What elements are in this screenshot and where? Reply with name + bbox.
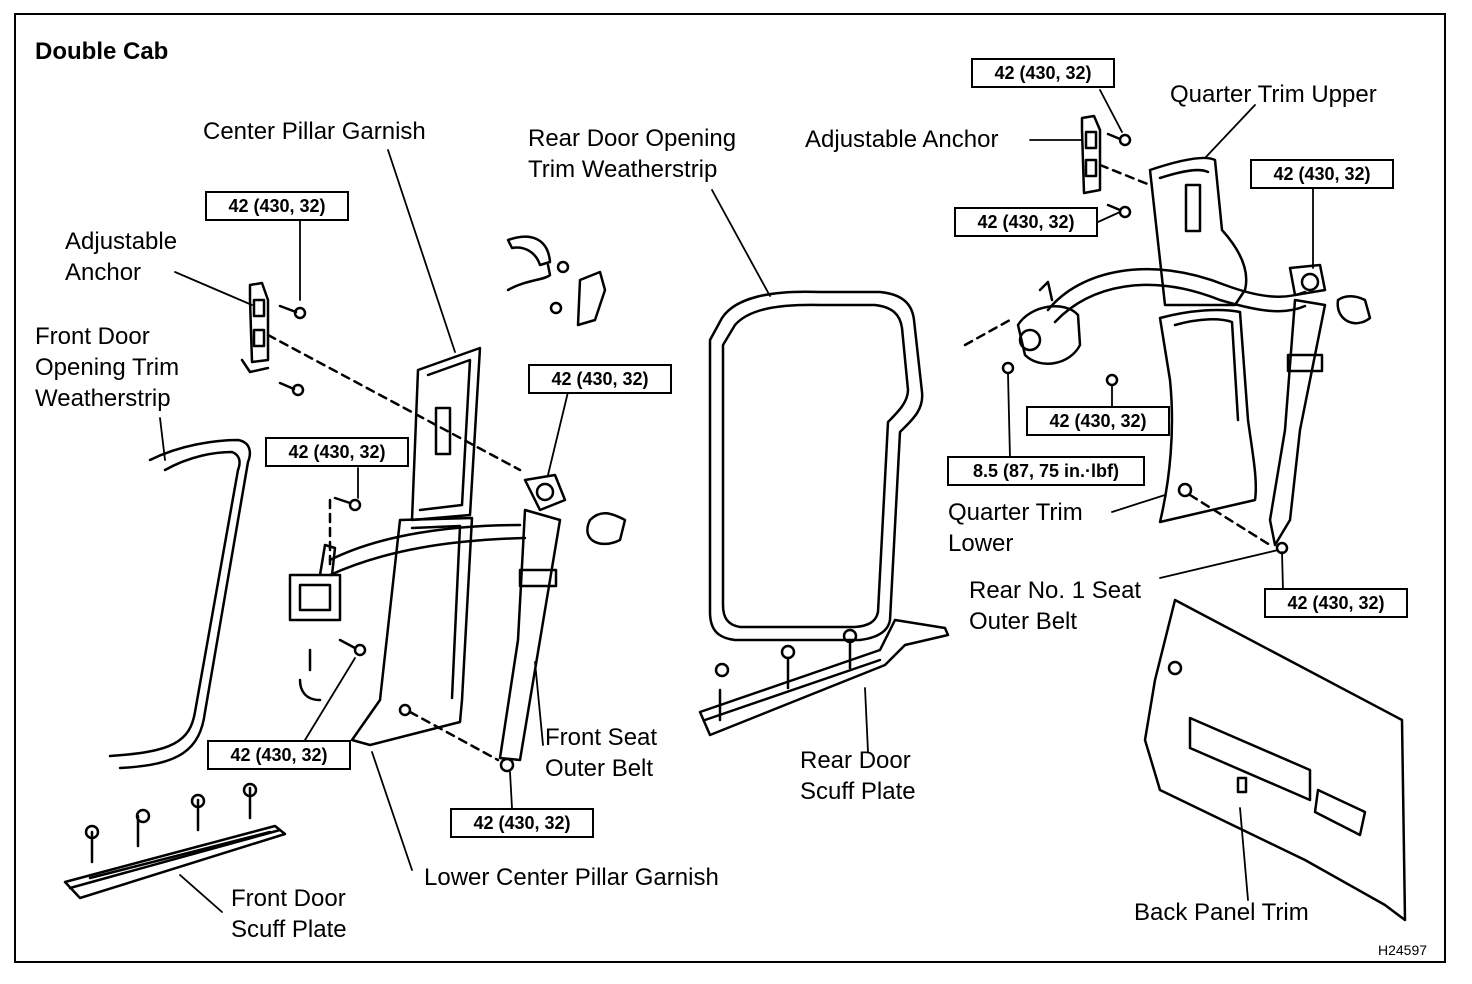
back-panel-trim-drawing	[1143, 598, 1407, 922]
torque-box-anchor-right-bottom: 42 (430, 32)	[954, 207, 1098, 237]
torque-box-floor-rear: 42 (430, 32)	[1264, 588, 1408, 618]
label-adjustable-anchor-left-line2: Anchor	[65, 259, 142, 286]
label-front-door-scuff-plate-line2: Scuff Plate	[231, 916, 347, 943]
torque-box-shoulder-rear: 42 (430, 32)	[1250, 159, 1394, 189]
quarter-trim-lower-drawing	[1158, 308, 1272, 547]
torque-box-retractor-right: 42 (430, 32)	[1026, 406, 1170, 436]
label-front-door-scuff-plate-line1: Front Door	[231, 885, 346, 912]
front-door-weatherstrip-drawing	[108, 438, 252, 770]
front-seat-outer-belt-drawing	[498, 473, 627, 773]
label-lower-center-pillar-garnish: Lower Center Pillar Garnish	[424, 864, 719, 891]
label-front-seat-outer-belt-line1: Front Seat	[545, 724, 658, 751]
label-quarter-trim-lower-line2: Lower	[948, 530, 1014, 557]
front-door-scuff-plate-drawing	[63, 782, 287, 900]
label-adjustable-anchor-right: Adjustable Anchor	[805, 126, 999, 153]
diagram-frame	[14, 13, 1446, 963]
rear-seat-outer-belt-drawing	[1268, 263, 1372, 555]
leader-lines	[159, 89, 1314, 913]
label-adjustable-anchor-left-line1: Adjustable	[65, 228, 178, 255]
label-center-pillar-garnish: Center Pillar Garnish	[203, 118, 426, 145]
torque-box-retractor-right-small: 8.5 (87, 75 in.·lbf)	[947, 456, 1145, 486]
center-pillar-garnish-drawing	[410, 346, 482, 522]
torque-box-shoulder-front: 42 (430, 32)	[528, 364, 672, 394]
label-front-seat-outer-belt-line2: Outer Belt	[545, 755, 654, 782]
label-rear-door-weatherstrip-line1: Rear Door Opening	[528, 125, 737, 152]
label-rear-door-scuff-plate-line2: Scuff Plate	[800, 778, 916, 805]
torque-box-retractor-left: 42 (430, 32)	[265, 437, 409, 467]
rear-retractor-drawing	[963, 268, 1307, 387]
torque-box-retractor-lower-left: 42 (430, 32)	[207, 740, 351, 770]
label-quarter-trim-upper: Quarter Trim Upper	[1170, 81, 1377, 108]
label-rear-door-weatherstrip-line2: Trim Weatherstrip	[528, 156, 718, 183]
right-adjustable-anchor-drawing	[1080, 114, 1152, 219]
label-rear-seat-outer-belt-line2: Outer Belt	[969, 608, 1078, 635]
left-adjustable-anchor-drawing	[240, 281, 522, 472]
front-retractor-drawing	[288, 496, 527, 702]
diagram-title: Double Cab	[35, 38, 169, 65]
label-rear-seat-outer-belt-line1: Rear No. 1 Seat	[969, 577, 1142, 604]
label-rear-door-scuff-plate-line1: Rear Door	[800, 747, 911, 774]
torque-box-anchor-right-top: 42 (430, 32)	[971, 58, 1115, 88]
rear-door-scuff-plate-drawing	[698, 618, 950, 737]
label-back-panel-trim: Back Panel Trim	[1134, 899, 1309, 926]
rear-door-weatherstrip-drawing	[708, 290, 924, 642]
assist-grip-drawing	[506, 235, 607, 327]
quarter-trim-upper-drawing	[1148, 156, 1248, 307]
label-front-door-weatherstrip-line2: Opening Trim	[35, 354, 180, 381]
torque-box-floor-front: 42 (430, 32)	[450, 808, 594, 838]
figure-code: H24597	[1378, 942, 1428, 958]
torque-box-anchor-left: 42 (430, 32)	[205, 191, 349, 221]
lower-center-pillar-garnish-drawing	[350, 516, 500, 762]
label-front-door-weatherstrip-line1: Front Door	[35, 323, 150, 350]
label-quarter-trim-lower-line1: Quarter Trim	[948, 499, 1083, 526]
label-front-door-weatherstrip-line3: Weatherstrip	[35, 385, 171, 412]
